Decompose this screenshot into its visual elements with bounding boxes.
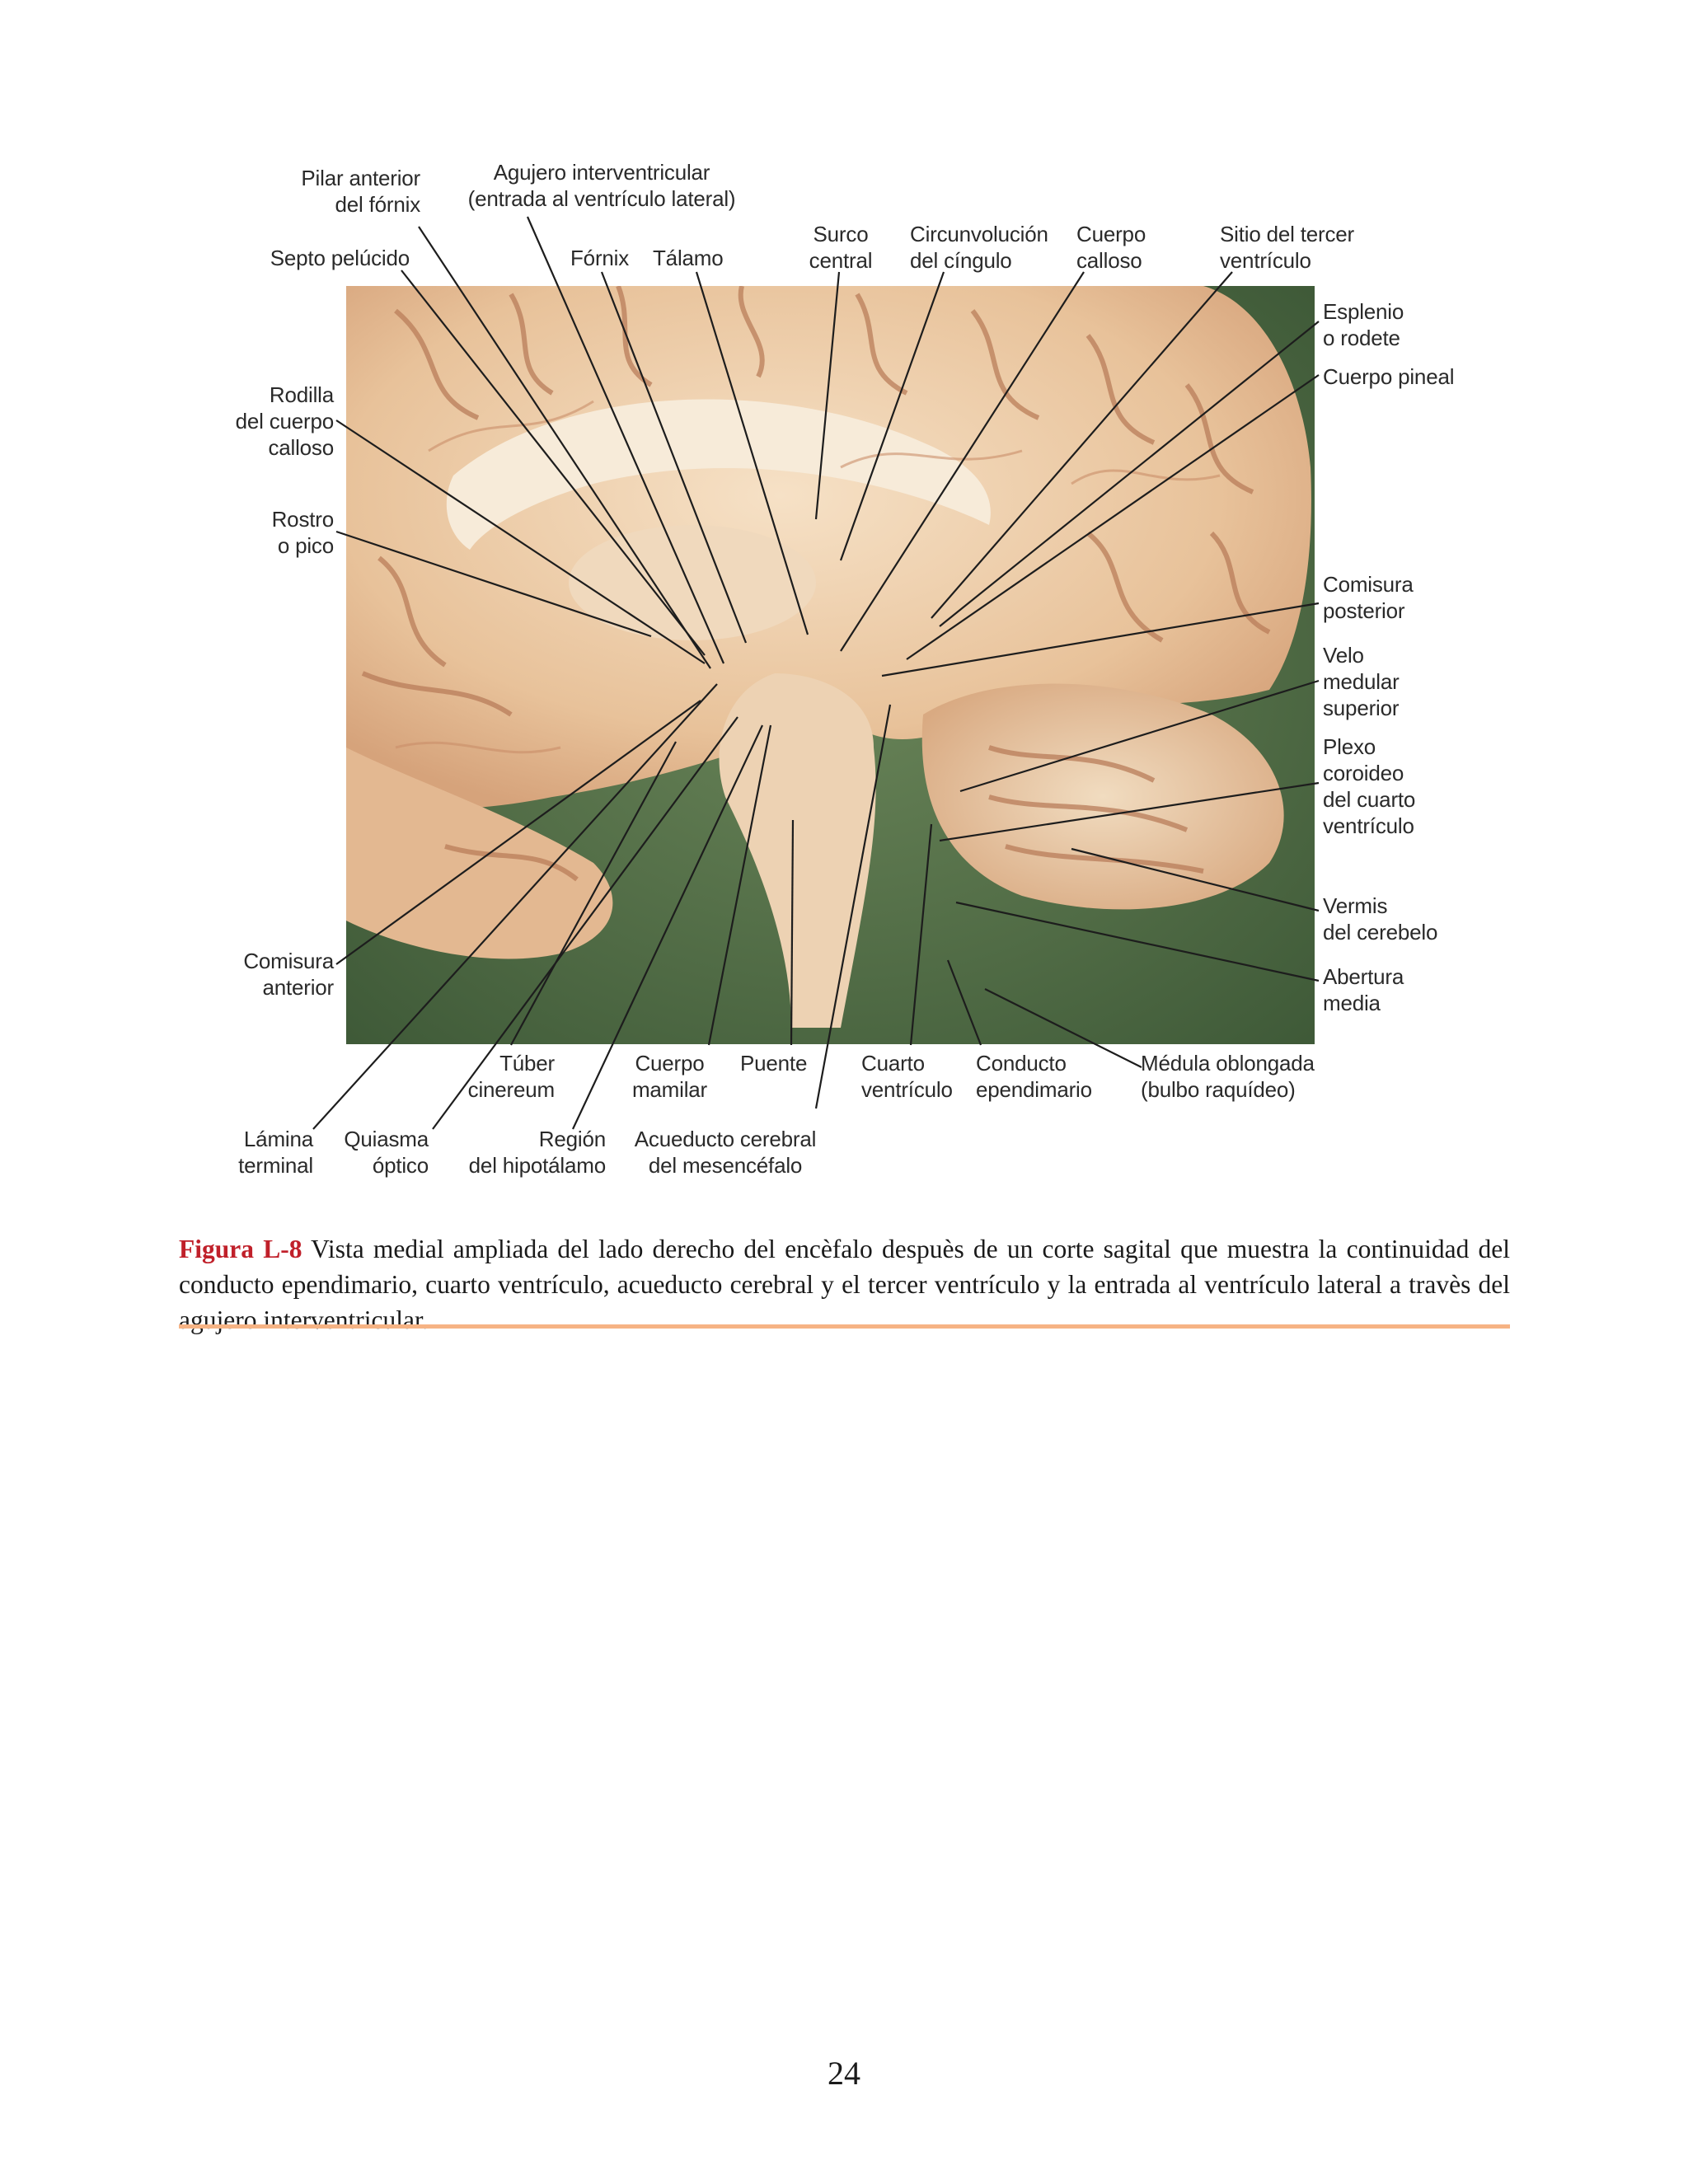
figure-reference: Figura L-8	[179, 1234, 302, 1263]
label-acueducto-cerebral: Acueducto cerebral del mesencéfalo	[634, 1127, 817, 1178]
label-septo-pelucido: Septo pelúcido	[270, 246, 410, 270]
caption-rule	[179, 1324, 1510, 1329]
label-vermis-del-cerebelo: Vermis del cerebelo	[1323, 893, 1438, 944]
label-fornix: Fórnix	[570, 246, 630, 270]
figure-caption: Figura L-8 Vista medial ampliada del lad…	[179, 1231, 1510, 1338]
label-talamo: Tálamo	[653, 246, 724, 270]
label-pilar-anterior-del-fornix: Pilar anterior del fórnix	[301, 166, 420, 217]
label-quiasma-optico: Quiasma óptico	[344, 1127, 429, 1178]
label-rostro-o-pico: Rostro o pico	[271, 507, 335, 558]
label-rodilla-del-cuerpo-calloso: Rodilla del cuerpo calloso	[235, 382, 335, 460]
label-cuerpo-calloso: Cuerpo calloso	[1076, 222, 1146, 273]
label-lamina-terminal: Lámina terminal	[238, 1127, 313, 1178]
label-plexo-coroideo-del-cuarto-ventriculo: Plexo coroideo del cuarto ventrículo	[1323, 734, 1416, 838]
label-cuarto-ventriculo: Cuarto ventrículo	[861, 1051, 953, 1102]
label-comisura-anterior: Comisura anterior	[243, 949, 334, 1000]
label-cuerpo-pineal: Cuerpo pineal	[1323, 364, 1455, 389]
label-region-del-hipotalamo: Región del hipotálamo	[468, 1127, 607, 1178]
label-tuber-cinereum: Túber cinereum	[467, 1051, 556, 1102]
brain-sagittal-photo	[346, 286, 1315, 1044]
label-conducto-ependimario: Conducto ependimario	[976, 1051, 1092, 1102]
caption-text: Vista medial ampliada del lado derecho d…	[179, 1234, 1511, 1334]
label-sitio-del-tercer-ventriculo: Sitio del tercer ventrículo	[1220, 222, 1354, 273]
label-comisura-posterior: Comisura posterior	[1323, 572, 1414, 623]
label-medula-oblongada: Médula oblongada (bulbo raquídeo)	[1141, 1051, 1315, 1102]
label-circunvolucion-del-cingulo: Circunvolución del cíngulo	[910, 222, 1048, 273]
page-number: 24	[828, 2055, 860, 2092]
label-velo-medular-superior: Velo medular superior	[1323, 643, 1400, 720]
label-abertura-media: Abertura media	[1323, 964, 1404, 1015]
label-puente: Puente	[740, 1051, 808, 1076]
label-esplenio-o-rodete: Esplenio o rodete	[1323, 299, 1404, 350]
label-agujero-interventricular: Agujero interventricular (entrada al ven…	[467, 160, 736, 211]
label-surco-central: Surco central	[809, 222, 873, 273]
label-cuerpo-mamilar: Cuerpo mamilar	[631, 1051, 708, 1102]
